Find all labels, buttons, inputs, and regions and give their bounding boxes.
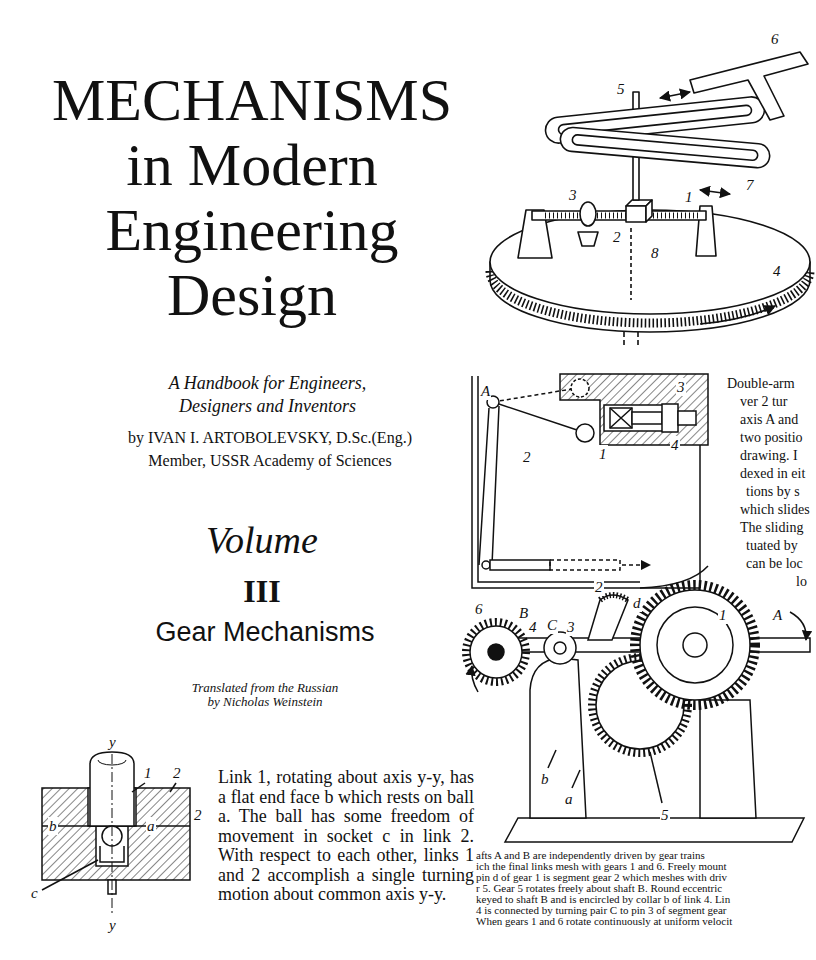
book-title: MECHANISMS in Modern Engineering Design bbox=[32, 68, 472, 328]
callout-number: 8 bbox=[650, 244, 660, 262]
axis-letter: y bbox=[108, 916, 117, 934]
callout-number: 1 bbox=[598, 445, 608, 463]
text-fragment: tuated by bbox=[746, 538, 798, 554]
callout-number: 4 bbox=[670, 436, 680, 454]
text-fragment: lo bbox=[796, 574, 807, 590]
slotted-link-mechanism bbox=[490, 52, 810, 345]
author-line: Member, USSR Academy of Sciences bbox=[30, 451, 510, 470]
callout-number: 4 bbox=[772, 262, 782, 280]
callout-number: 5 bbox=[616, 80, 626, 98]
callout-number: 1 bbox=[684, 188, 694, 206]
callout-letter: b bbox=[540, 770, 550, 788]
volume-title: Gear Mechanisms bbox=[95, 616, 435, 648]
text-fragment: tions by s bbox=[746, 484, 800, 500]
axis-letter: y bbox=[108, 733, 117, 751]
text-fragment: axis A and bbox=[740, 412, 798, 428]
callout-number: 6 bbox=[474, 600, 484, 618]
caption-line: afts A and B are independently driven by… bbox=[476, 850, 705, 861]
volume-word: Volume bbox=[162, 518, 362, 564]
callout-number: 7 bbox=[745, 176, 755, 194]
callout-number: 3 bbox=[566, 618, 576, 636]
callout-letter: A bbox=[772, 606, 783, 624]
indexing-lever-mechanism bbox=[472, 374, 708, 588]
author-line: by IVAN I. ARTOBOLEVSKY, D.Sc.(Eng.) bbox=[30, 428, 510, 447]
callout-letter: b bbox=[48, 817, 58, 835]
callout-letter: a bbox=[146, 817, 156, 835]
callout-letter: A bbox=[480, 382, 491, 400]
body-text: Link 1, rotating about axis y-y, has a f… bbox=[218, 768, 474, 905]
callout-number: 4 bbox=[528, 618, 538, 636]
callout-letter: c bbox=[30, 884, 39, 902]
callout-number: 3 bbox=[676, 378, 686, 396]
callout-number: 1 bbox=[718, 606, 728, 624]
caption-line: When gears 1 and 6 rotate continuously a… bbox=[476, 916, 732, 927]
text-fragment: which slides bbox=[740, 502, 810, 518]
translator-note: Translated from the Russian by Nicholas … bbox=[185, 681, 345, 709]
callout-number: 2 bbox=[594, 578, 604, 596]
caption-line: pin d of gear 1 is segment gear 2 which … bbox=[476, 872, 727, 883]
callout-number: 2 bbox=[522, 448, 532, 466]
callout-number: 5 bbox=[660, 806, 670, 824]
callout-letter: a bbox=[564, 790, 574, 808]
text-fragment: ver 2 tur bbox=[740, 394, 787, 410]
caption-line: r 5. Gear 5 rotates freely about shaft B… bbox=[476, 883, 722, 894]
text-fragment: Double-arm bbox=[727, 376, 795, 392]
text-fragment: dexed in eit bbox=[740, 466, 805, 482]
text-fragment: can be loc bbox=[746, 556, 803, 572]
caption-line: ich the final links mesh with gears 1 an… bbox=[476, 861, 727, 872]
text-fragment: drawing. I bbox=[740, 448, 798, 464]
callout-number: 3 bbox=[568, 186, 578, 204]
text-fragment: two positio bbox=[740, 430, 803, 446]
callout-number: 2 bbox=[612, 228, 622, 246]
gear-train-mechanism bbox=[466, 585, 810, 842]
callout-number: 1 bbox=[143, 764, 153, 782]
text-fragment: The sliding bbox=[740, 520, 803, 536]
volume-number: III bbox=[212, 572, 312, 610]
cover-subtitle: A Handbook for Engineers, Designers and … bbox=[165, 372, 370, 418]
callout-number: 6 bbox=[770, 30, 780, 48]
callout-number: 2 bbox=[172, 764, 182, 782]
ball-joint-section bbox=[42, 752, 190, 913]
callout-number: 2 bbox=[193, 806, 203, 824]
callout-letter: d bbox=[632, 594, 642, 612]
caption-line: keyed to shaft B and is encircled by col… bbox=[476, 894, 730, 905]
callout-letter: C bbox=[546, 616, 558, 634]
caption-line: 4 is connected by turning pair C to pin … bbox=[476, 905, 727, 916]
